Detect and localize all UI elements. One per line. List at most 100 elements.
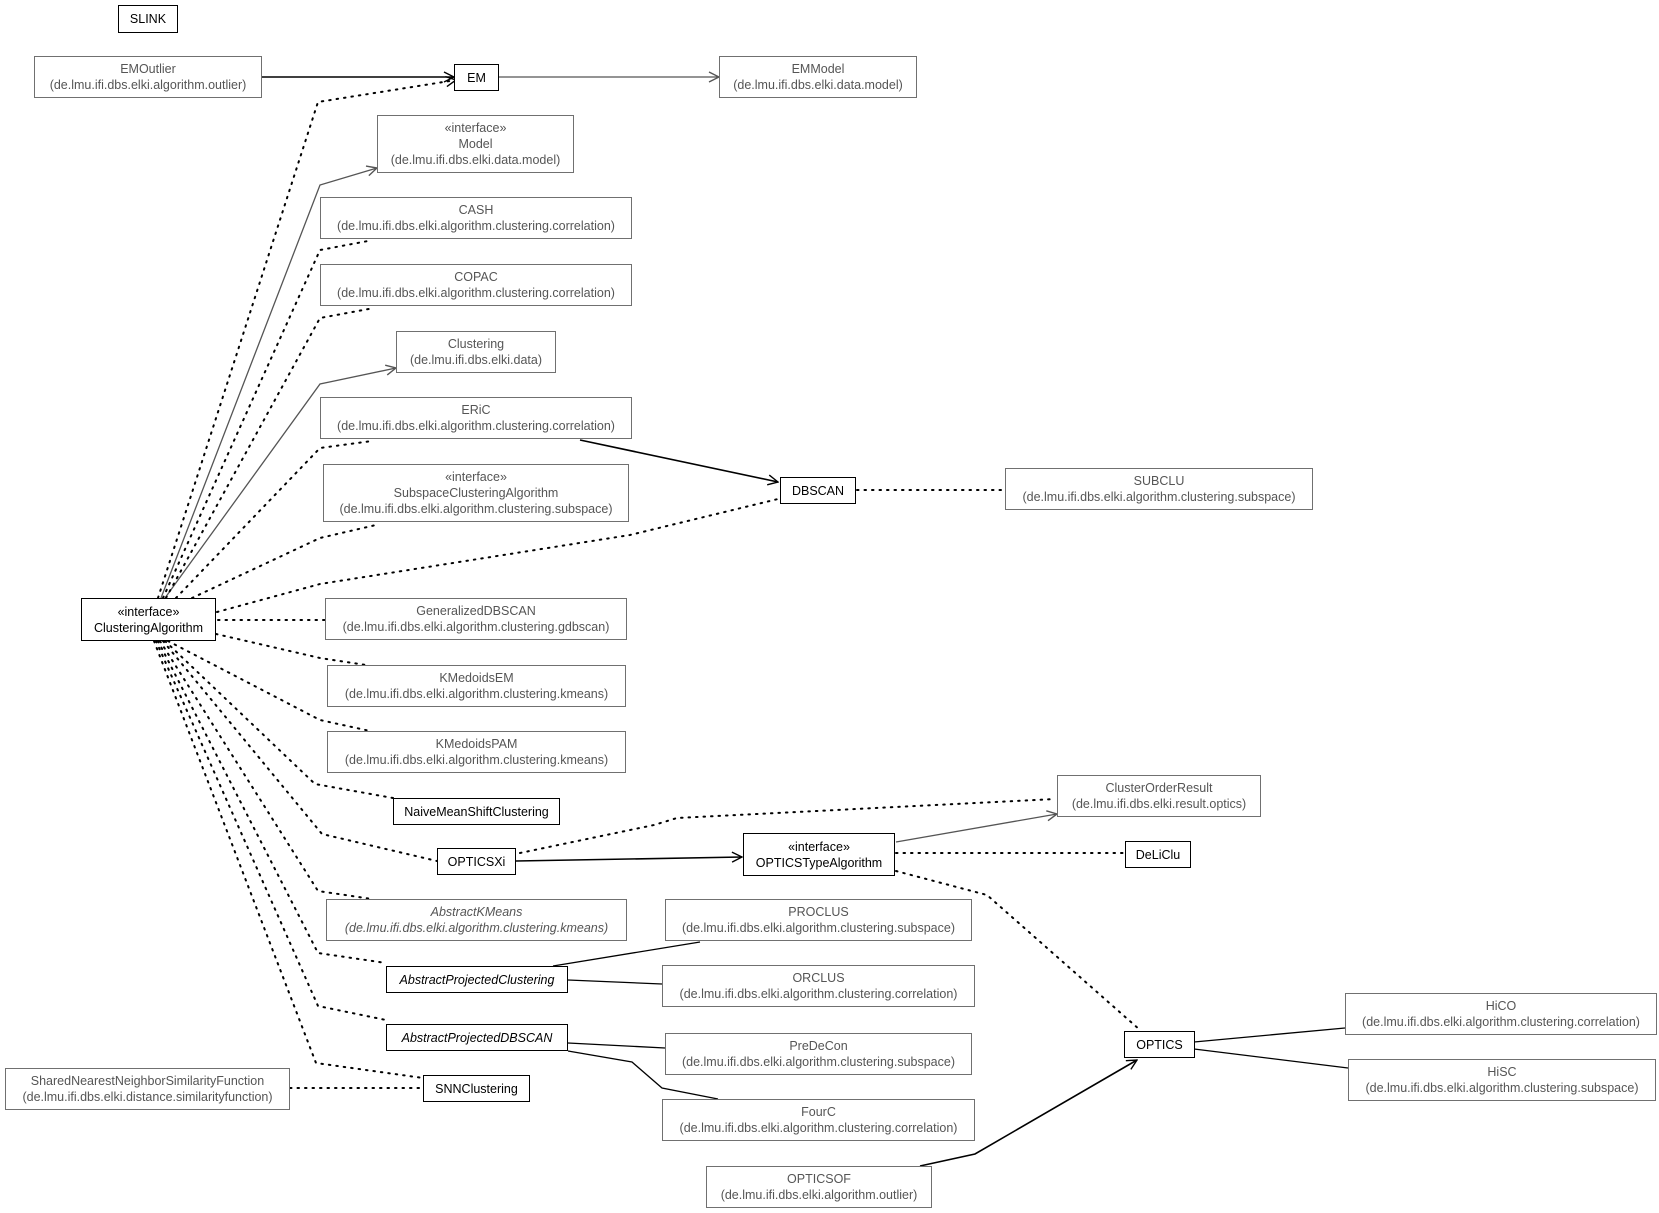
node-clusterorderresult-name: ClusterOrderResult — [1105, 781, 1213, 795]
node-proclus-name: PROCLUS — [788, 905, 849, 919]
node-eric[interactable]: ERiC (de.lmu.ifi.dbs.elki.algorithm.clus… — [320, 397, 632, 439]
node-copac[interactable]: COPAC (de.lmu.ifi.dbs.elki.algorithm.clu… — [320, 264, 632, 306]
node-model-stereotype: «interface» — [444, 121, 507, 135]
node-sharednearestneighborsimilarityfunction-name: SharedNearestNeighborSimilarityFunction — [30, 1074, 265, 1088]
edge-abstractprojecteddbscan-clusteringalgorithm — [155, 640, 387, 1021]
node-opticstypealgorithm[interactable]: «interface» OPTICSTypeAlgorithm — [743, 833, 895, 876]
edge-opticsxi-clusterorderresult — [519, 798, 1056, 854]
node-hisc-pkg: (de.lmu.ifi.dbs.elki.algorithm.clusterin… — [1365, 1081, 1639, 1095]
node-em-name: EM — [467, 70, 486, 85]
node-abstractkmeans[interactable]: AbstractKMeans (de.lmu.ifi.dbs.elki.algo… — [326, 899, 627, 941]
node-model-name: Model — [458, 137, 493, 151]
node-fourc-name: FourC — [801, 1105, 836, 1119]
edge-eric-clusteringalgorithm — [175, 440, 373, 599]
node-generalizeddbscan[interactable]: GeneralizedDBSCAN (de.lmu.ifi.dbs.elki.a… — [325, 598, 627, 640]
node-clustering-pkg: (de.lmu.ifi.dbs.elki.data) — [409, 353, 542, 367]
node-deliclu[interactable]: DeLiClu — [1125, 841, 1191, 868]
node-optics-name: OPTICS — [1136, 1037, 1183, 1052]
node-cash[interactable]: CASH (de.lmu.ifi.dbs.elki.algorithm.clus… — [320, 197, 632, 239]
node-model-pkg: (de.lmu.ifi.dbs.elki.data.model) — [390, 153, 561, 167]
node-emoutlier-name: EMOutlier — [120, 62, 176, 76]
node-opticsof[interactable]: OPTICSOF (de.lmu.ifi.dbs.elki.algorithm.… — [706, 1166, 932, 1208]
edge-clusteringalgorithm-model — [160, 168, 377, 599]
node-slink-name: SLINK — [129, 12, 167, 26]
node-hisc[interactable]: HiSC (de.lmu.ifi.dbs.elki.algorithm.clus… — [1348, 1059, 1656, 1101]
edge-copac-clusteringalgorithm — [165, 307, 375, 599]
node-sharednearestneighborsimilarityfunction-pkg: (de.lmu.ifi.dbs.elki.distance.similarity… — [22, 1090, 273, 1104]
node-abstractprojectedclustering-name: AbstractProjectedClustering — [399, 972, 555, 987]
edge-optics-hico — [1193, 1027, 1346, 1043]
node-sharednearestneighborsimilarityfunction[interactable]: SharedNearestNeighborSimilarityFunction … — [5, 1068, 290, 1110]
edge-cash-clusteringalgorithm — [162, 240, 369, 599]
dotted-edges — [153, 80, 1141, 1089]
node-copac-pkg: (de.lmu.ifi.dbs.elki.algorithm.clusterin… — [337, 286, 615, 300]
node-orclus[interactable]: ORCLUS (de.lmu.ifi.dbs.elki.algorithm.cl… — [662, 965, 975, 1007]
node-fourc-pkg: (de.lmu.ifi.dbs.elki.algorithm.clusterin… — [679, 1121, 958, 1135]
node-eric-pkg: (de.lmu.ifi.dbs.elki.algorithm.clusterin… — [337, 419, 615, 433]
node-hico-pkg: (de.lmu.ifi.dbs.elki.algorithm.clusterin… — [1362, 1015, 1640, 1029]
node-opticsxi[interactable]: OPTICSXi — [437, 848, 516, 875]
node-hico[interactable]: HiCO (de.lmu.ifi.dbs.elki.algorithm.clus… — [1345, 993, 1657, 1035]
node-emoutlier-pkg: (de.lmu.ifi.dbs.elki.algorithm.outlier) — [49, 78, 247, 92]
edge-snnclustering-clusteringalgorithm — [153, 640, 424, 1079]
node-naivemeanshiftclustering[interactable]: NaiveMeanShiftClustering — [393, 798, 560, 825]
node-model[interactable]: «interface» Model (de.lmu.ifi.dbs.elki.d… — [377, 115, 574, 173]
node-abstractprojectedclustering[interactable]: AbstractProjectedClustering — [386, 966, 568, 993]
node-predecon-name: PreDeCon — [789, 1039, 848, 1053]
node-kmedoidsem[interactable]: KMedoidsEM (de.lmu.ifi.dbs.elki.algorith… — [327, 665, 626, 707]
node-hico-name: HiCO — [1485, 999, 1517, 1013]
node-emmodel-pkg: (de.lmu.ifi.dbs.elki.data.model) — [733, 78, 903, 92]
edge-abstractkmeans-clusteringalgorithm — [159, 640, 373, 900]
node-subspaceclusteringalgorithm-name: SubspaceClusteringAlgorithm — [393, 486, 559, 500]
node-subclu-pkg: (de.lmu.ifi.dbs.elki.algorithm.clusterin… — [1022, 490, 1296, 504]
node-clusteringalgorithm-stereotype: «interface» — [117, 604, 180, 619]
solid-edges — [262, 77, 1349, 1167]
node-kmedoidsem-name: KMedoidsEM — [439, 671, 514, 685]
node-fourc[interactable]: FourC (de.lmu.ifi.dbs.elki.algorithm.clu… — [662, 1099, 975, 1141]
node-optics[interactable]: OPTICS — [1124, 1031, 1195, 1058]
node-abstractprojecteddbscan[interactable]: AbstractProjectedDBSCAN — [386, 1024, 568, 1051]
node-deliclu-name: DeLiClu — [1135, 847, 1181, 862]
edge-abstractprojectedclustering-orclus — [567, 979, 663, 985]
node-cash-pkg: (de.lmu.ifi.dbs.elki.algorithm.clusterin… — [337, 219, 615, 233]
node-kmedoidsem-pkg: (de.lmu.ifi.dbs.elki.algorithm.clusterin… — [344, 687, 609, 701]
edge-opticstypealgorithm-clusterorderresult — [895, 814, 1057, 843]
node-dbscan-name: DBSCAN — [791, 483, 845, 498]
node-subclu[interactable]: SUBCLU (de.lmu.ifi.dbs.elki.algorithm.cl… — [1005, 468, 1313, 510]
node-abstractprojecteddbscan-name: AbstractProjectedDBSCAN — [401, 1030, 553, 1045]
node-emoutlier[interactable]: EMOutlier (de.lmu.ifi.dbs.elki.algorithm… — [34, 56, 262, 98]
node-clusterorderresult[interactable]: ClusterOrderResult (de.lmu.ifi.dbs.elki.… — [1057, 775, 1261, 817]
node-kmedoidspam[interactable]: KMedoidsPAM (de.lmu.ifi.dbs.elki.algorit… — [327, 731, 626, 773]
node-clusterorderresult-pkg: (de.lmu.ifi.dbs.elki.result.optics) — [1071, 797, 1247, 811]
edge-opticstypealgorithm-optics — [895, 870, 1141, 1031]
node-clusteringalgorithm[interactable]: «interface» ClusteringAlgorithm — [81, 598, 216, 641]
node-proclus[interactable]: PROCLUS (de.lmu.ifi.dbs.elki.algorithm.c… — [665, 899, 972, 941]
node-slink[interactable]: SLINK — [118, 5, 178, 33]
edge-naivemeanshift-clusteringalgorithm — [164, 640, 394, 799]
edge-clusteringalgorithm-clustering — [164, 368, 396, 599]
node-emmodel[interactable]: EMModel (de.lmu.ifi.dbs.elki.data.model) — [719, 56, 917, 98]
node-em[interactable]: EM — [454, 64, 499, 91]
node-subspaceclusteringalgorithm-stereotype: «interface» — [445, 470, 507, 484]
node-orclus-name: ORCLUS — [792, 971, 845, 985]
edge-opticsxi-opticstypealgorithm — [515, 857, 742, 861]
node-generalizeddbscan-pkg: (de.lmu.ifi.dbs.elki.algorithm.clusterin… — [342, 620, 610, 634]
node-proclus-pkg: (de.lmu.ifi.dbs.elki.algorithm.clusterin… — [681, 921, 956, 935]
edge-opticsxi-clusteringalgorithm — [162, 640, 438, 862]
node-subspaceclusteringalgorithm[interactable]: «interface» SubspaceClusteringAlgorithm … — [323, 464, 629, 522]
node-eric-name: ERiC — [461, 403, 491, 417]
node-snnclustering-name: SNNClustering — [435, 1081, 518, 1096]
node-snnclustering[interactable]: SNNClustering — [423, 1075, 530, 1102]
node-orclus-pkg: (de.lmu.ifi.dbs.elki.algorithm.clusterin… — [679, 987, 958, 1001]
node-subspaceclusteringalgorithm-pkg: (de.lmu.ifi.dbs.elki.algorithm.clusterin… — [339, 502, 613, 516]
node-opticstypealgorithm-name: OPTICSTypeAlgorithm — [755, 855, 883, 870]
node-dbscan[interactable]: DBSCAN — [780, 477, 856, 504]
node-predecon[interactable]: PreDeCon (de.lmu.ifi.dbs.elki.algorithm.… — [665, 1033, 972, 1075]
edge-subspaceclusteringalgorithm-clusteringalgorithm — [191, 524, 377, 599]
edge-abstractprojectedclustering-proclus — [552, 941, 701, 967]
node-kmedoidspam-name: KMedoidsPAM — [435, 737, 518, 751]
edge-eric-dbscan — [579, 439, 778, 482]
node-naivemeanshiftclustering-name: NaiveMeanShiftClustering — [404, 804, 549, 819]
node-clustering[interactable]: Clustering (de.lmu.ifi.dbs.elki.data) — [396, 331, 556, 373]
node-abstractkmeans-name: AbstractKMeans — [430, 905, 523, 919]
